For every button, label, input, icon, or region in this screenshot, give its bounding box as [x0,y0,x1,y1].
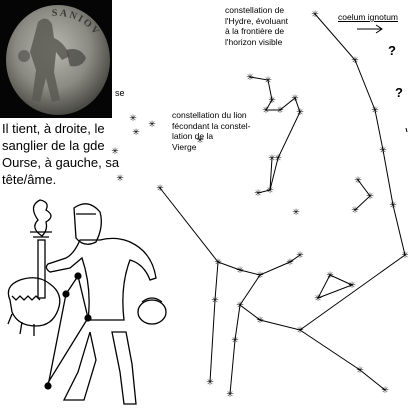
asterisk-star-icon: ✳ [296,251,304,261]
torch-bearer-figure [7,199,167,405]
asterisk-star-icon: ✳ [291,94,299,104]
edge-mark [405,127,408,133]
cluster-line [354,179,371,211]
asterisk-star-icon: ✳ [296,108,304,118]
asterisk-star-icon: ✳ [266,186,274,196]
figure-star-dot [84,314,92,322]
asterisk-star-icon: ✳ [236,301,244,311]
asterisk-star-icon: ✳ [326,271,334,281]
asterisk-star-icon: ✳ [351,206,359,216]
asterisk-star-icon: ✳ [214,258,222,268]
asterisk-star-icon: ✳ [401,251,408,261]
virgo-line [299,329,386,391]
asterisk-star-icon: ✳ [226,390,234,400]
asterisk-star-icon: ✳ [264,76,272,86]
figure-star-dot [62,290,70,298]
lion-label-line: Vierge [172,141,197,152]
lion-label: constellation du lion fécondant la const… [172,110,250,152]
asterisk-star-icon: ✳ [389,201,397,211]
head-outline [73,203,102,245]
asterisk-star-icon: ✳ [296,326,304,336]
asterisk-star-icon: ✳ [129,114,137,124]
asterisk-star-icon: ✳ [379,146,387,156]
tunic-outline [45,237,157,321]
virgo-line [229,304,241,395]
asterisk-star-icon: ✳ [366,192,374,202]
lion-label-line: fécondant la constel- [172,120,251,131]
asterisk-star-icon: ✳ [292,208,300,218]
text-fragment: se [115,88,125,98]
figure-star-dot [74,272,82,280]
asterisk-star-icon: ✳ [356,366,364,376]
asterisk-star-icon: ✳ [111,147,119,157]
asterisk-star-icon: ✳ [274,154,282,164]
hydra-label-line: constellation de [225,5,285,15]
asterisk-star-icon: ✳ [268,96,276,106]
silver-coin-image [6,5,110,115]
question-mark: ? [395,85,403,100]
virgo-line [159,187,219,383]
hydra-label: constellation de l'Hydre, évoluant à la … [225,5,288,47]
hydra-line [314,13,406,256]
hydra-label-line: l'Hydre, évoluant [225,15,289,26]
asterisk-star-icon: ✳ [116,174,124,184]
hydra-label-line: à la frontière de [225,26,285,36]
lion-line [269,157,273,191]
figure-star-dot [44,382,52,390]
asterisk-star-icon: ✳ [371,106,379,116]
boar-body [7,277,61,327]
constellation-lines [159,13,406,395]
coin-legend: SANIOV [52,8,101,39]
asterisk-star-icon: ✳ [262,106,270,116]
asterisk-star-icon: ✳ [348,281,356,291]
asterisk-star-icon: ✳ [196,136,204,146]
asterisk-star-icon: ✳ [276,106,284,116]
coelum-label: coelum ignotum [338,12,399,22]
asterisk-star-icon: ✳ [314,294,322,304]
asterisk-star-icon: ✳ [246,73,254,83]
torch-flame [32,199,52,237]
asterisk-star-icon: ✳ [211,296,219,306]
asterisk-star-icon: ✳ [256,271,264,281]
head-hair [141,297,163,303]
asterisk-star-icon: ✳ [231,336,239,346]
lion-label-line: lation de la [172,131,214,141]
torch-handle [37,239,46,299]
question-mark: ? [388,43,396,58]
asterisk-star-icon: ✳ [148,120,156,130]
asterisk-star-icon: ✳ [236,266,244,276]
asterisk-star-icon: ✳ [354,176,362,186]
left-leg [62,331,97,401]
severed-head [137,299,167,325]
virgo-line [239,254,406,331]
asterisk-star-icon: ✳ [206,378,214,388]
asterisk-star-icon: ✳ [268,154,276,164]
coin-photo: SANIOV [0,0,112,118]
star-group: ✳ ✳ ✳ ✳ ✳ ✳ ✳ ✳ ✳ ✳ ✳ ✳ ✳ ✳ ✳ ✳ ✳ ✳ ✳ ✳ ✳ ✳ ✳ ✳ ✳ ✳ ✳ ✳ ✳ ✳ ✳ ✳ ✳ ✳ ✳ ✳ ✳ ✳ ✳ ✳… [111,10,408,400]
boar-bristles [11,295,41,301]
torch-cup [30,231,52,238]
asterisk-star-icon: ✳ [286,258,294,268]
virgo-line [316,274,354,299]
hydra-label-line: l'horizon visible [225,36,283,47]
lion-label-line: constellation du lion [172,110,247,120]
right-arrow-icon [357,24,383,34]
caption-text: Il tient, à droite, le sanglier de la gd… [2,121,120,187]
right-leg [111,331,137,405]
asterisk-star-icon: ✳ [351,56,359,66]
asterisk-star-icon: ✳ [311,10,319,20]
asterisk-star-icon: ✳ [156,184,164,194]
asterisk-star-icon: ✳ [256,316,264,326]
asterisk-star-icon: ✳ [381,386,389,396]
boar-legs [7,313,35,336]
asterisk-star-icon: ✳ [132,128,140,138]
lion-line [249,76,301,194]
asterisk-star-icon: ✳ [254,189,262,199]
figure-stars [44,272,92,390]
